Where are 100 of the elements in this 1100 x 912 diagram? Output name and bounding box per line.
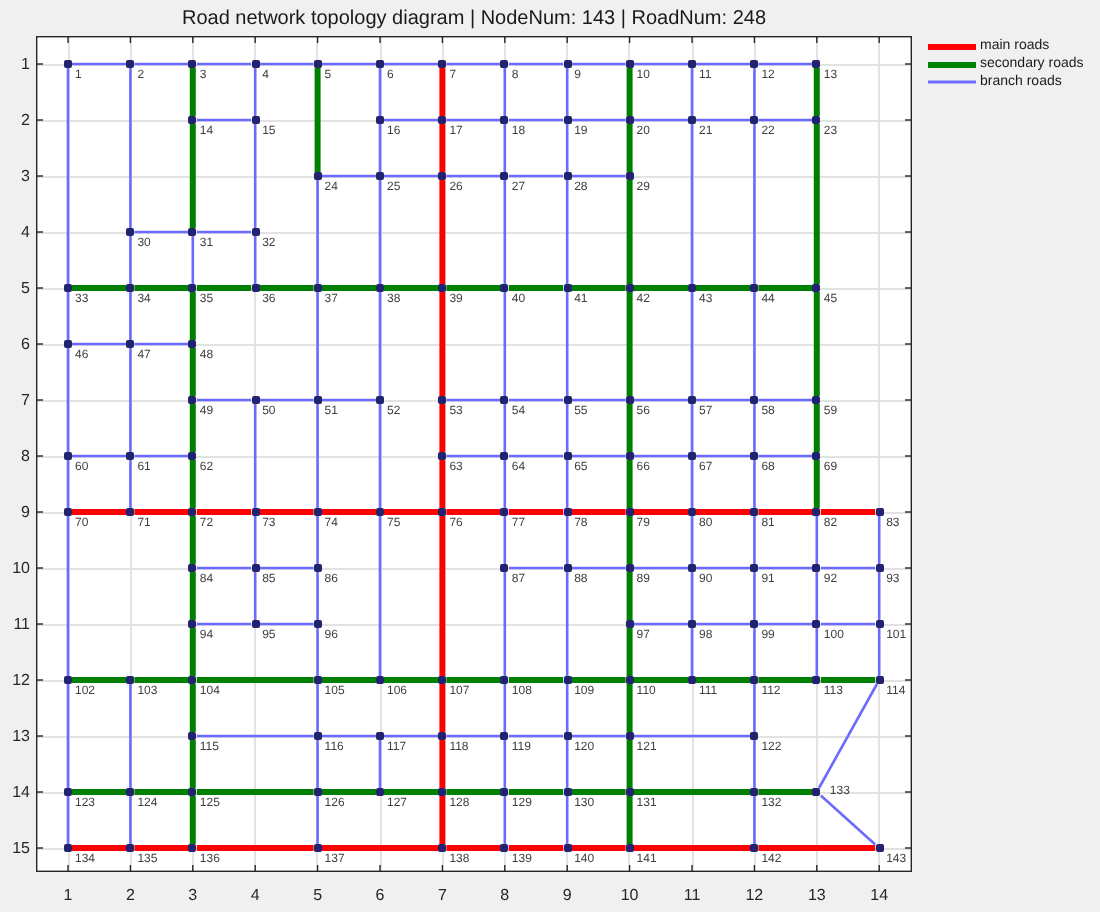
- road-line: [321, 734, 376, 738]
- road-line: [753, 68, 756, 116]
- node-marker-icon: [500, 844, 509, 852]
- road-line: [321, 174, 376, 178]
- road-line: [571, 789, 626, 795]
- node-marker-icon: [313, 788, 322, 796]
- road-line: [189, 292, 196, 340]
- road-line: [378, 68, 382, 116]
- road-line: [259, 398, 314, 402]
- road-line: [253, 68, 257, 116]
- road-line: [196, 622, 252, 626]
- road-line: [565, 516, 569, 564]
- road-line: [758, 789, 813, 795]
- road-line: [633, 118, 688, 122]
- node-marker-icon: [188, 788, 197, 796]
- road-line: [189, 628, 196, 676]
- node-marker-icon: [251, 564, 260, 572]
- road-line: [758, 398, 813, 402]
- road-line: [690, 292, 694, 396]
- road-line: [134, 454, 189, 458]
- node-marker-icon: [376, 284, 384, 292]
- node-marker-icon: [438, 396, 447, 404]
- road-line: [571, 398, 626, 402]
- road-line: [815, 628, 819, 676]
- road-line: [446, 509, 501, 515]
- node-marker-icon: [875, 508, 884, 516]
- road-line: [439, 180, 446, 284]
- road-line: [439, 292, 446, 396]
- node-marker-icon: [376, 676, 384, 684]
- node-marker-icon: [750, 116, 759, 124]
- node-marker-icon: [126, 844, 135, 852]
- road-line: [571, 118, 626, 122]
- road-line: [66, 796, 70, 844]
- road-line: [196, 285, 252, 291]
- road-line: [508, 454, 564, 458]
- road-line: [503, 684, 507, 732]
- node-marker-icon: [376, 60, 384, 68]
- road-line: [259, 622, 314, 626]
- node-marker-icon: [313, 60, 322, 68]
- node-marker-icon: [376, 116, 384, 124]
- axis-tick-label: 4: [21, 223, 30, 241]
- node-marker-icon: [500, 788, 509, 796]
- node-marker-icon: [251, 396, 260, 404]
- road-line: [134, 677, 189, 683]
- node-marker-icon: [688, 60, 696, 68]
- node-marker-icon: [750, 452, 759, 460]
- road-line: [321, 789, 376, 795]
- road-line: [72, 789, 127, 795]
- road-line: [626, 124, 633, 172]
- road-line: [508, 734, 564, 738]
- road-line: [696, 454, 751, 458]
- road-line: [503, 180, 507, 284]
- axis-tick-label: 5: [21, 279, 30, 297]
- road-line: [196, 677, 314, 683]
- road-line: [753, 684, 756, 732]
- node-marker-icon: [188, 676, 197, 684]
- road-line: [565, 68, 569, 116]
- node-marker-icon: [376, 788, 384, 796]
- road-line: [66, 516, 70, 676]
- road-line: [626, 68, 633, 116]
- road-line: [758, 285, 813, 291]
- road-line: [134, 62, 189, 66]
- road-line: [316, 404, 319, 508]
- node-marker-icon: [750, 844, 759, 852]
- road-line: [384, 285, 439, 291]
- diagram-title: Road network topology diagram | NodeNum: 143 | RoadNum: 248: [181, 8, 767, 32]
- node-marker-icon: [875, 676, 884, 684]
- axis-tick-label: 11: [683, 886, 701, 904]
- node-marker-icon: [812, 60, 821, 68]
- node-marker-icon: [376, 732, 384, 740]
- road-line: [378, 516, 382, 676]
- road-line: [820, 677, 876, 683]
- road-line: [439, 684, 446, 732]
- axis-tick-label: 3: [21, 167, 30, 185]
- road-line: [378, 740, 382, 788]
- road-line: [565, 180, 569, 284]
- road-line: [508, 62, 564, 66]
- road-line: [758, 509, 813, 515]
- road-line: [189, 404, 196, 452]
- road-line: [384, 677, 439, 683]
- node-marker-icon: [251, 620, 260, 628]
- road-line: [690, 124, 694, 284]
- road-line: [196, 509, 252, 515]
- road-line: [503, 460, 507, 508]
- node-marker-icon: [313, 732, 322, 740]
- road-line: [321, 62, 376, 66]
- axis-tick-label: 2: [125, 886, 135, 904]
- node-marker-icon: [64, 508, 72, 516]
- node-marker-icon: [126, 452, 135, 460]
- node-marker-icon: [251, 60, 260, 68]
- road-line: [446, 118, 501, 122]
- road-line: [446, 677, 501, 683]
- road-line: [633, 398, 688, 402]
- axis-tick-label: 14: [12, 783, 30, 801]
- road-line: [134, 789, 189, 795]
- node-marker-icon: [875, 620, 884, 628]
- node-marker-icon: [251, 284, 260, 292]
- road-line: [129, 460, 132, 508]
- road-line: [446, 174, 501, 178]
- road-line: [439, 516, 446, 676]
